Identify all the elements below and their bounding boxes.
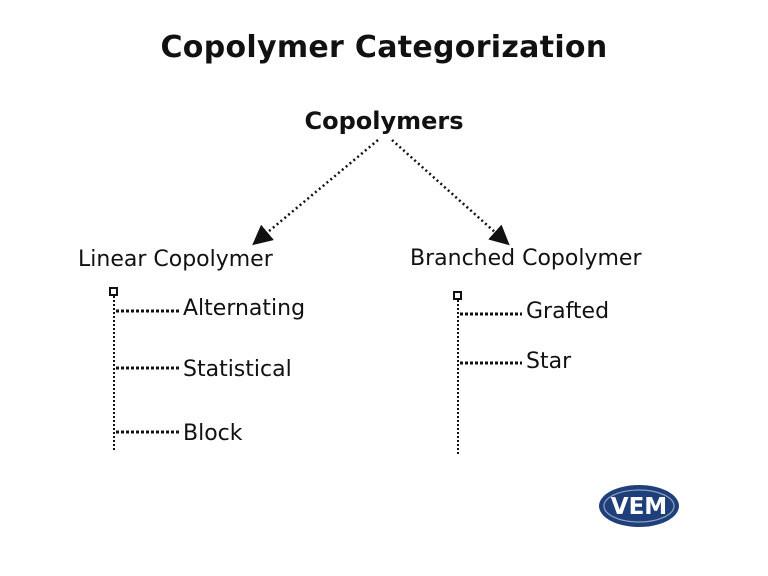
arrow-to-linear: [252, 139, 379, 246]
vem-logo-icon: VEM: [599, 485, 679, 527]
root-node-label: Copolymers: [304, 107, 464, 135]
branched-tree-root-box: [453, 291, 462, 300]
linear-tree-root-box: [109, 287, 118, 296]
branch-linear-copolymer: Linear Copolymer: [78, 247, 273, 272]
branch-branched-copolymer: Branched Copolymer: [410, 246, 642, 271]
logo-text: VEM: [611, 494, 667, 520]
leaf-star: Star: [526, 349, 572, 374]
diagram-title: Copolymer Categorization: [160, 30, 608, 65]
leaf-alternating: Alternating: [183, 296, 306, 321]
arrow-to-branched: [391, 139, 510, 246]
leaf-block: Block: [183, 421, 243, 446]
leaf-statistical: Statistical: [183, 357, 292, 382]
leaf-grafted: Grafted: [526, 299, 610, 324]
